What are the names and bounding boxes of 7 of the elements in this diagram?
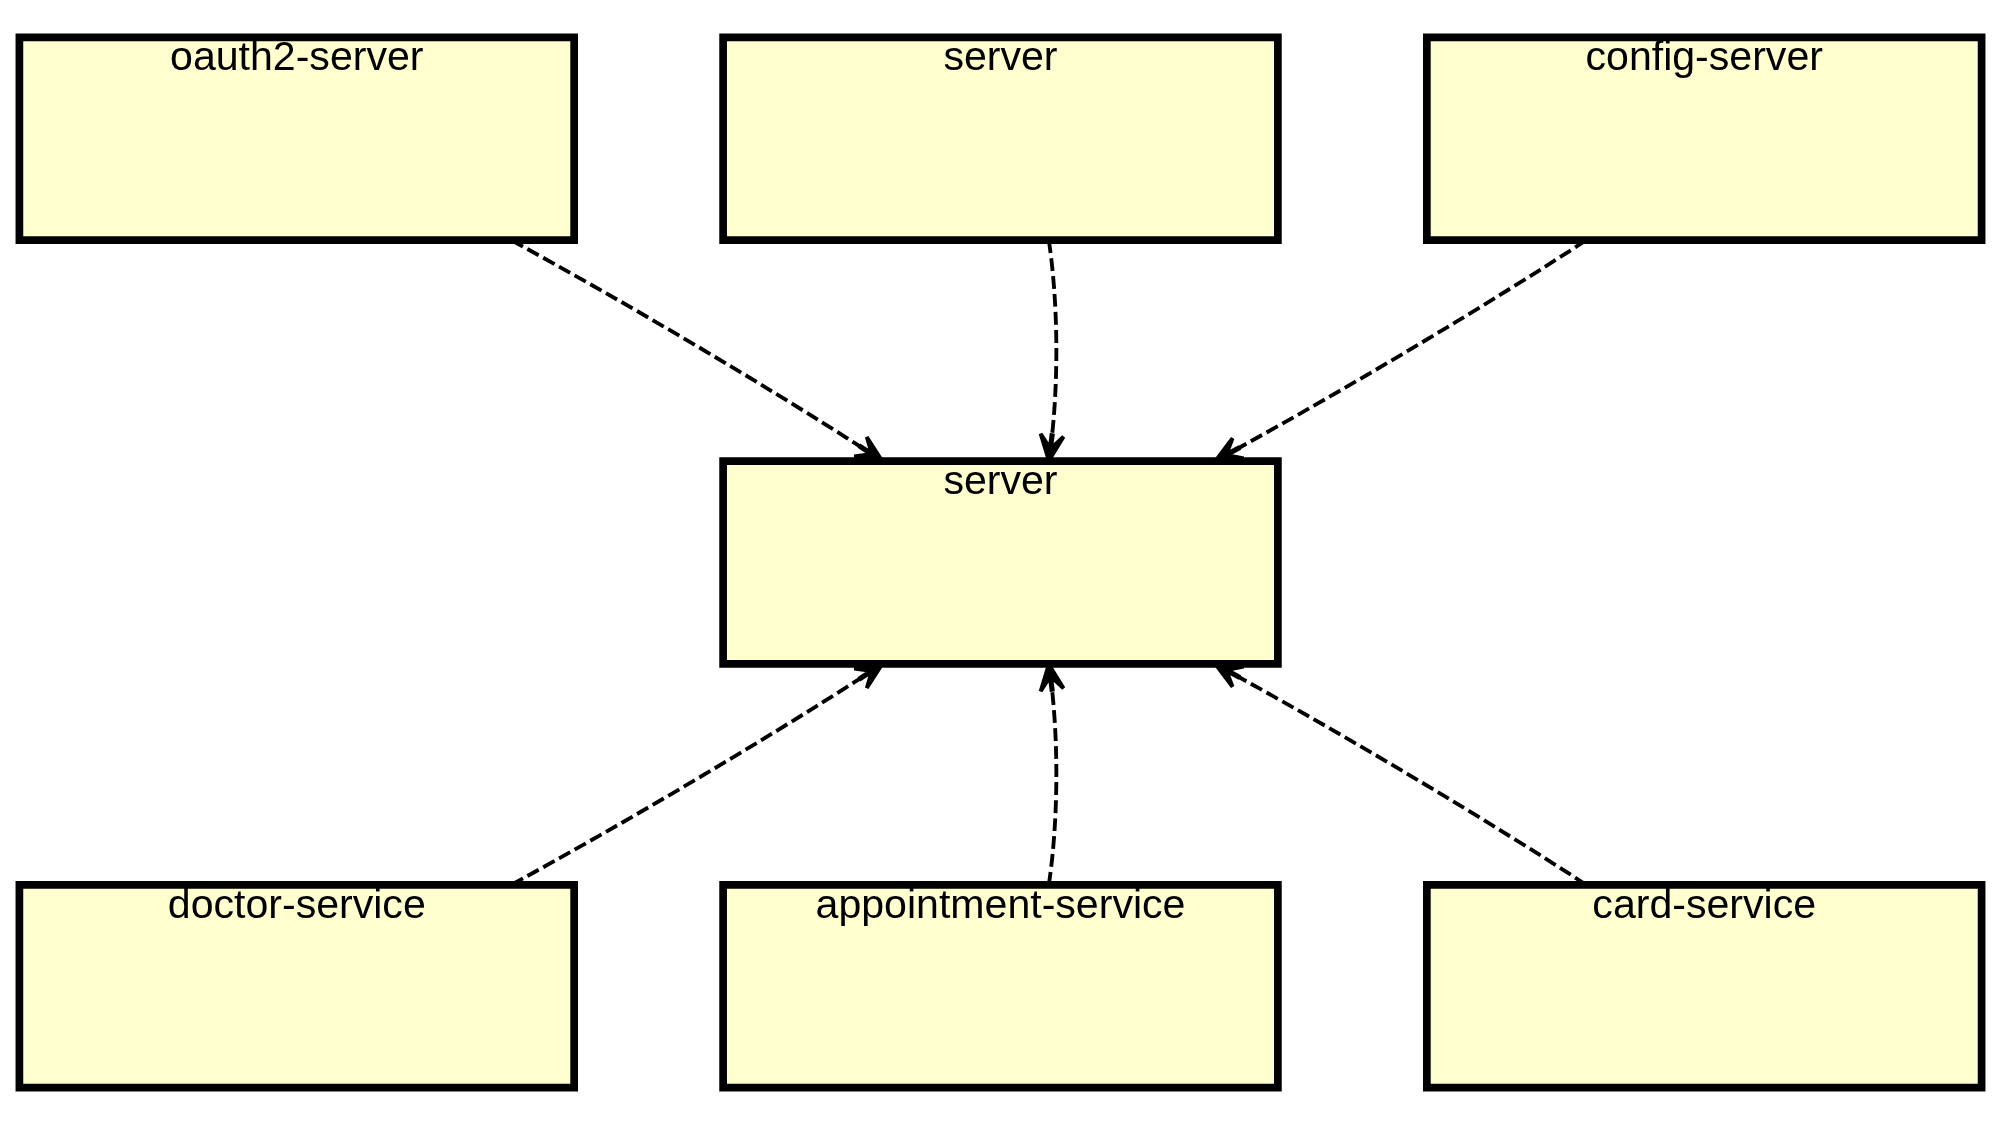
node-box: appointment-service	[718, 880, 1282, 1092]
node-box: server	[718, 33, 1282, 245]
node-box: config-server	[1422, 33, 1985, 245]
node-box: doctor-service	[15, 880, 578, 1092]
node-box: server	[718, 457, 1282, 668]
node-box: oauth2-server	[15, 33, 578, 245]
node-box: card-service	[1422, 880, 1985, 1092]
